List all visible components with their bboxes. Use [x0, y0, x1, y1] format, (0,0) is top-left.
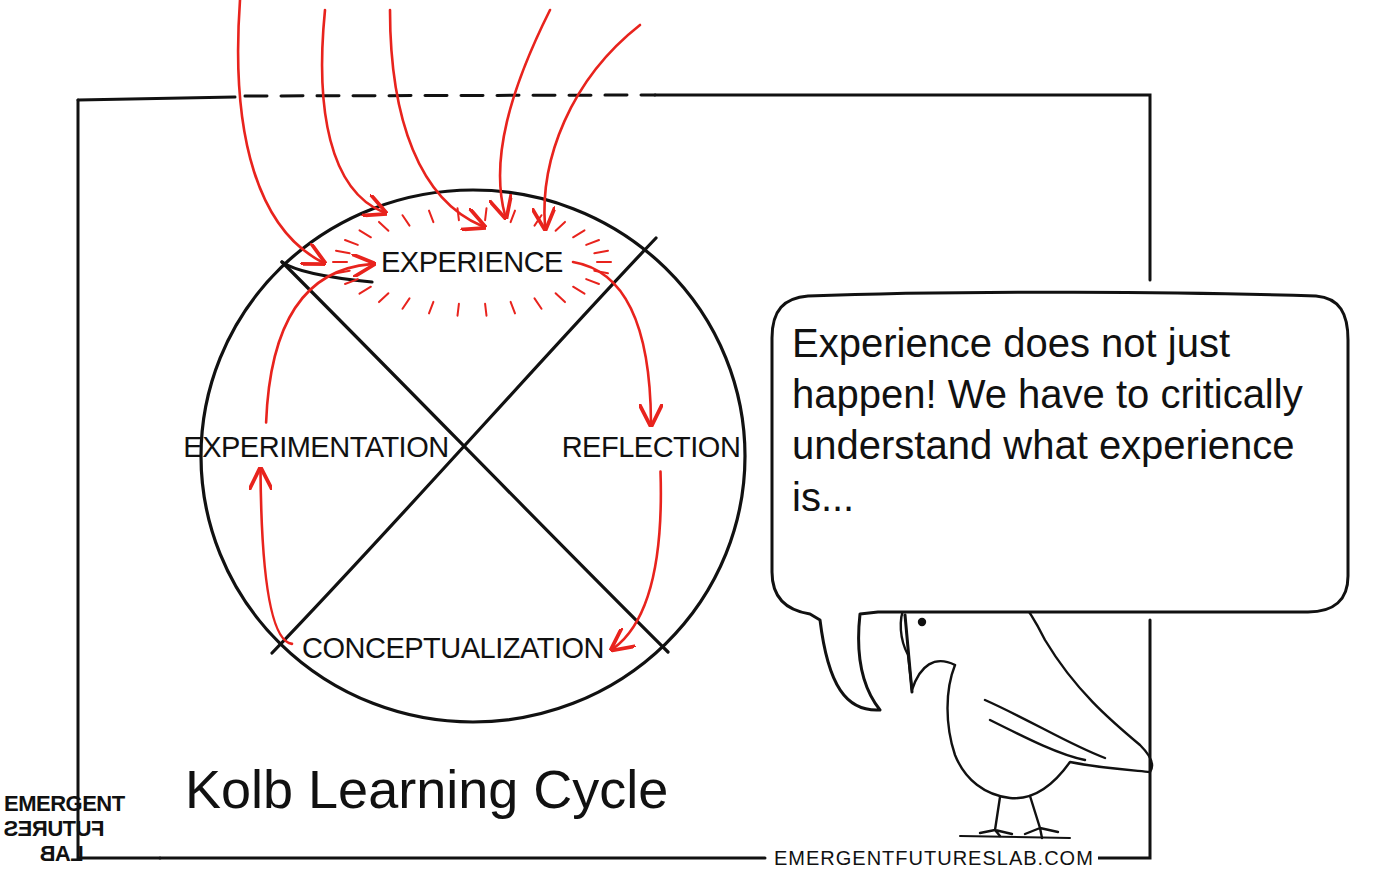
experience-sparks [333, 208, 611, 315]
frame-dashed [245, 95, 655, 96]
crow-beak [905, 615, 912, 692]
cycle-arrow [614, 472, 661, 649]
quadrant-label: REFLECTION [556, 427, 747, 468]
spark-stroke [345, 240, 358, 245]
spark-stroke [586, 240, 599, 245]
spark-stroke [336, 251, 350, 254]
red-arrow [238, 0, 322, 262]
spark-stroke [573, 287, 584, 294]
bubble-text: Experience does not just happen! We have… [792, 318, 1332, 523]
spark-stroke [556, 293, 565, 302]
cycle-arrow [573, 262, 651, 423]
quadrant-label: EXPERIENCE [375, 242, 569, 283]
spark-stroke [458, 208, 459, 220]
frame-top-right [655, 95, 1150, 280]
spark-stroke [379, 222, 388, 231]
red-arrow [322, 10, 383, 212]
cycle-arrow [266, 264, 371, 422]
diagram-title: Kolb Learning Cycle [185, 758, 668, 820]
crow-leg [980, 797, 1012, 836]
frame-top-left [78, 97, 235, 100]
quadrant-label: EXPERIMENTATION [177, 427, 454, 468]
crow-wing [990, 720, 1085, 760]
spark-stroke [458, 304, 459, 316]
spark-stroke [597, 261, 611, 263]
speech-bubble: Experience does not just happen! We have… [768, 290, 1352, 618]
spark-stroke [485, 304, 486, 316]
spark-stroke [535, 298, 542, 308]
spark-stroke [403, 215, 410, 225]
red-arrow [544, 25, 640, 226]
spark-stroke [345, 279, 358, 284]
logo-text: EMERGENT [4, 793, 125, 815]
spark-stroke [429, 211, 433, 223]
incoming-arrows [238, 0, 640, 262]
crow-leg [1025, 796, 1058, 838]
bubble-shape [772, 292, 1348, 710]
cycle-arrow [261, 472, 293, 644]
spark-stroke [360, 230, 371, 237]
spark-stroke [379, 293, 388, 302]
red-arrow [500, 10, 550, 215]
spark-stroke [594, 251, 608, 254]
spark-stroke [360, 287, 371, 294]
spark-stroke [556, 222, 565, 231]
spark-stroke [403, 298, 410, 308]
crow-ground [960, 836, 1070, 838]
crow-wing [985, 700, 1105, 758]
frame-bottom-right [1098, 620, 1150, 858]
red-arrow [390, 10, 482, 226]
spark-stroke [485, 208, 486, 220]
spark-stroke [511, 302, 515, 314]
logo-text-mirrored: FUTURES [4, 818, 104, 840]
spark-stroke [586, 279, 599, 284]
frame-left [78, 100, 160, 858]
spark-stroke [535, 215, 542, 225]
logo-text-mirrored: LAB [40, 843, 84, 865]
spark-stroke [511, 211, 515, 223]
spark-stroke [333, 261, 347, 263]
spark-stroke [429, 302, 433, 314]
website-url: EMERGENTFUTURESLAB.COM [770, 847, 1098, 870]
crow-eye [919, 619, 925, 625]
spark-stroke [573, 230, 584, 237]
quadrant-label: CONCEPTUALIZATION [296, 628, 610, 669]
quadrant-text: CONCEPTUALIZATION [302, 632, 604, 665]
quadrant-text: REFLECTION [562, 431, 741, 464]
quadrant-text: EXPERIMENTATION [183, 431, 448, 464]
quadrant-text: EXPERIENCE [381, 246, 563, 279]
frame-bottom [160, 857, 765, 860]
